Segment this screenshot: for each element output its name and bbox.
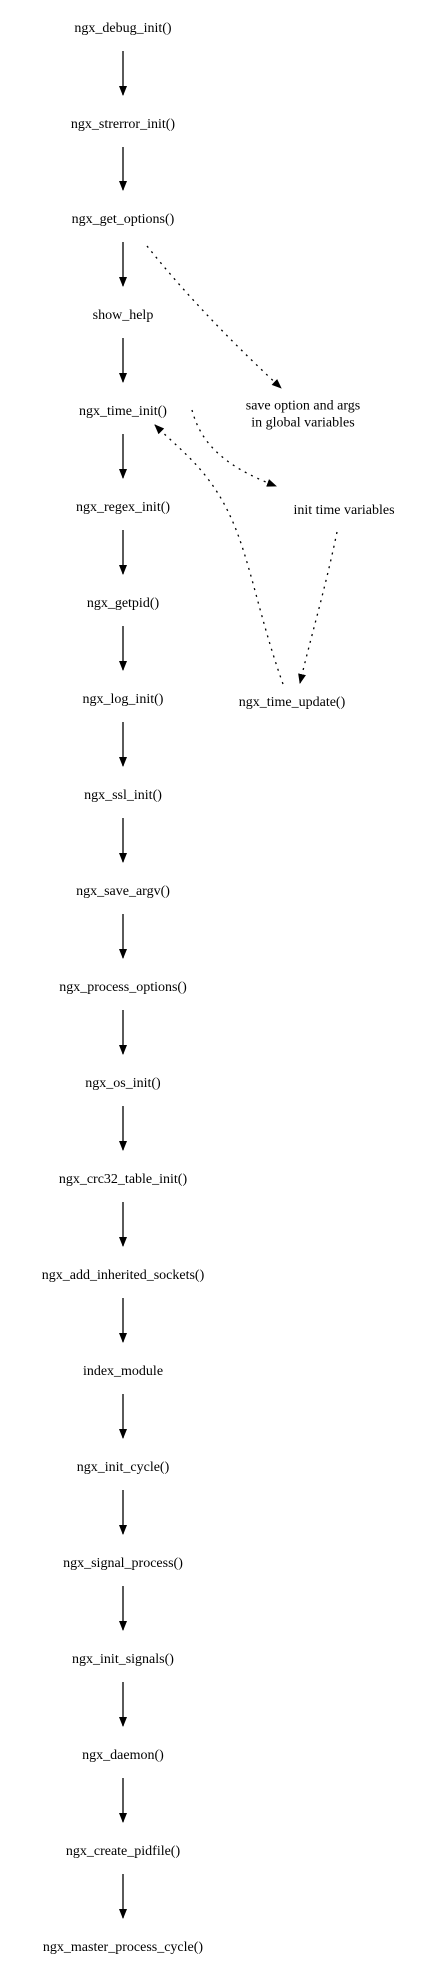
edge-ngx-time-init-to-init-time-note [191, 409, 277, 487]
node-ngx-regex-init: ngx_regex_init() [76, 500, 170, 515]
node-ngx-daemon: ngx_daemon() [82, 1748, 164, 1763]
node-index-module: index_module [83, 1364, 163, 1379]
node-ngx-time-init: ngx_time_init() [79, 404, 167, 419]
node-ngx-strerror-init: ngx_strerror_init() [71, 117, 176, 132]
edges-layer [119, 51, 338, 1919]
node-ngx-getpid: ngx_getpid() [87, 596, 160, 611]
node-ngx-master-process-cycle: ngx_master_process_cycle() [43, 1940, 203, 1955]
node-ngx-process-options: ngx_process_options() [59, 980, 187, 995]
node-ngx-os-init: ngx_os_init() [85, 1076, 161, 1091]
node-ngx-init-signals: ngx_init_signals() [72, 1652, 174, 1667]
node-ngx-get-options: ngx_get_options() [72, 212, 175, 227]
node-ngx-create-pidfile: ngx_create_pidfile() [66, 1844, 181, 1859]
node-ngx-time-update: ngx_time_update() [239, 695, 346, 710]
node-ngx-debug-init: ngx_debug_init() [74, 21, 172, 36]
nodes-layer: ngx_debug_init() ngx_strerror_init() ngx_g… [42, 21, 395, 1955]
node-ngx-save-argv: ngx_save_argv() [76, 884, 170, 899]
node-ngx-log-init: ngx_log_init() [83, 692, 164, 707]
node-init-time-note: init time variables [293, 503, 394, 518]
edge-init-time-note-to-ngx-time-update [298, 531, 338, 684]
node-ngx-crc32-table-init: ngx_crc32_table_init() [59, 1172, 188, 1187]
edge-ngx-time-update-to-ngx-time-init [154, 424, 284, 685]
node-ngx-signal-process: ngx_signal_process() [63, 1556, 183, 1571]
node-ngx-add-inherited-sockets: ngx_add_inherited_sockets() [42, 1268, 205, 1283]
node-ngx-init-cycle: ngx_init_cycle() [77, 1460, 170, 1475]
node-ngx-ssl-init: ngx_ssl_init() [84, 788, 162, 803]
node-show-help: show_help [93, 308, 154, 323]
edge-ngx-get-options-to-save-option-note [146, 245, 282, 389]
